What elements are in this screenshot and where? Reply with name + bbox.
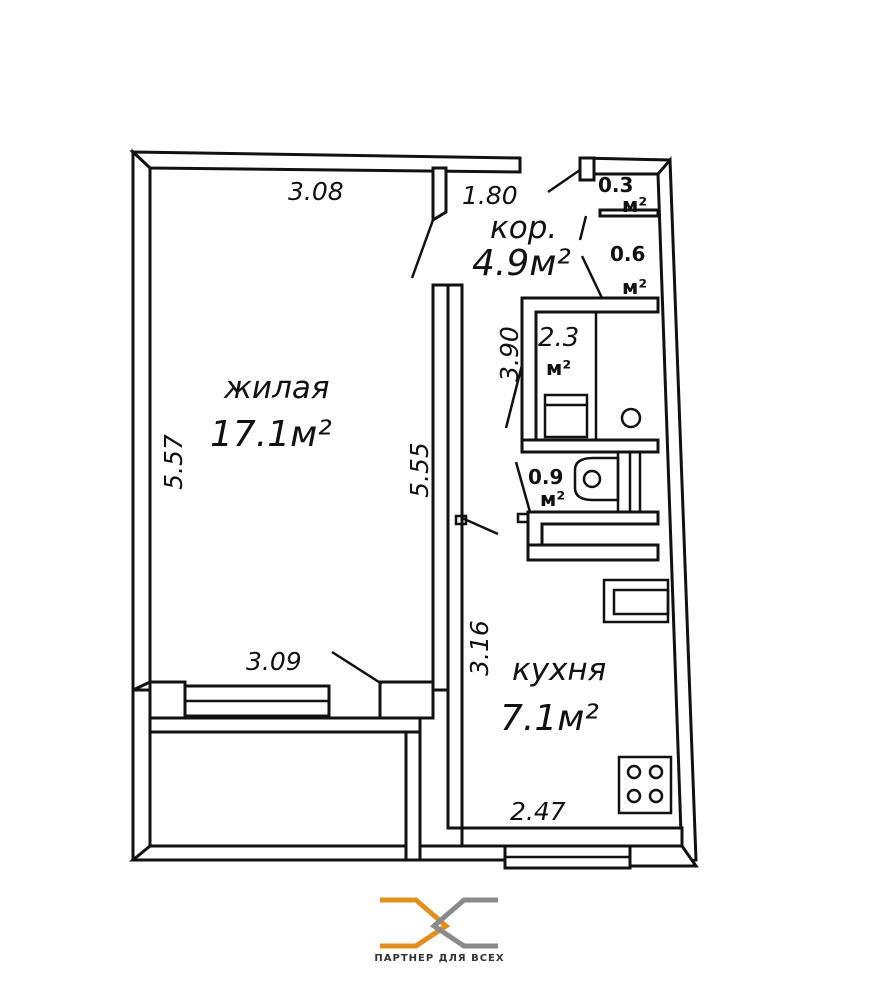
sink-icon [620,407,642,429]
door-wc [514,461,532,513]
room-corridor-area: 4.9м² [472,243,571,284]
door-living [410,219,435,279]
room-closet2-value: 0.6 [610,242,645,266]
wall-left-upper [131,148,152,693]
dim-corridor-top: 1.80 [462,181,518,210]
room-bath-unit: м² [546,356,571,380]
interior-walls [148,156,684,862]
wall-living-right [431,283,450,692]
brand-tagline: ПАРТНЕР ДЛЯ ВСЕХ [374,953,505,964]
room-kitchen-name: кухня [512,652,606,688]
doors [331,168,604,686]
room-kitchen-area: 7.1м² [500,698,599,739]
dim-living-bottom: 3.09 [246,647,302,676]
wall-closet-shelf [598,208,660,218]
door-bath [504,364,524,429]
wall-right [656,156,698,864]
stove-icon [617,755,673,815]
door-closet2 [580,255,604,299]
wall-balcony-top [148,716,422,734]
room-bath-value: 2.3 [538,323,579,353]
wall-balcony-right [404,730,422,862]
room-closet1-unit: м² [622,193,647,217]
room-wc-unit: м² [540,487,565,511]
dim-living-left: 5.57 [159,434,188,490]
wall-bath-top [520,296,660,442]
door-balcony [331,650,383,686]
room-living-name: жилая [223,370,330,406]
dim-kitchen-bottom: 2.47 [510,797,566,826]
room-closet2-unit: м² [622,275,647,299]
room-living-area: 17.1м² [210,414,332,455]
dim-living-right: 5.55 [405,442,434,498]
labels: 3.08 3.09 5.57 5.55 жилая 17.1м² 1.80 ко… [159,173,647,826]
wall-closet-post [578,156,596,182]
room-corridor-name: кор. [490,210,557,246]
wall-kitchen-left [446,283,464,830]
wall-top-left [129,150,522,174]
fixtures [454,312,673,815]
wall-wc-base [526,543,660,562]
wall-living-bottom-right [378,680,435,720]
kitchen-counter [602,578,670,624]
dim-bath-side: 3.90 [495,326,524,382]
brand-logo-icon [380,897,498,949]
washing-machine [543,393,589,439]
wall-kitchen-bottom [460,826,684,848]
room-closet1-value: 0.3 [598,173,633,197]
toilet-icon [573,456,620,502]
dim-living-top: 3.08 [288,177,344,206]
windows [183,684,632,870]
wall-living-bottom-left [148,680,187,720]
wall-bath-bottom [520,438,660,454]
door-closet1 [547,168,581,194]
wall-living-corridor-upper [431,166,448,223]
door-kitchen [461,516,499,536]
dim-kitchen-side: 3.16 [465,620,494,676]
room-wc-value: 0.9 [528,465,563,489]
wall-bottom-left [128,844,507,862]
